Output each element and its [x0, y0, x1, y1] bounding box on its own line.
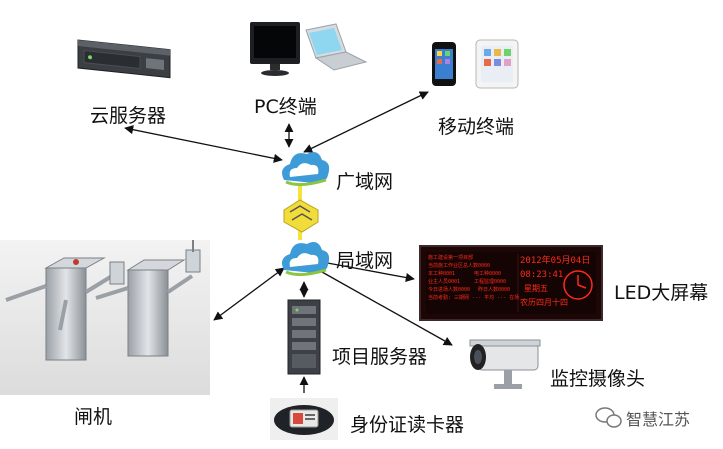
arrow-lan-led: [321, 261, 415, 282]
laptop-icon: [305, 23, 368, 71]
led-screen-icon: [419, 245, 603, 321]
label-lan: 局域网: [336, 250, 394, 272]
wechat-icon: [595, 407, 622, 428]
led-line-4b: 工程监理0000: [474, 279, 507, 285]
label-mobile-terminal: 移动终端: [438, 116, 515, 138]
arrow-lan-camera: [321, 271, 453, 346]
led-line-6: 当前考勤: 三期网 --- 平均 --- 在场: [428, 295, 520, 301]
led-screen-text: 施工建设第一项目部 当前施工作业区总人数0000 本工种0001 电工种0000…: [428, 254, 596, 314]
project-server-icon: [287, 299, 321, 375]
arrow-gate-lan: [213, 267, 285, 321]
rack-server-icon: [77, 39, 171, 79]
desktop-monitor-icon: [250, 22, 300, 76]
label-wan: 广域网: [336, 171, 394, 193]
led-time: 08:23:41: [520, 270, 564, 280]
led-line-2: 当前施工作业区总人数0000: [428, 263, 491, 269]
led-line-5b: 昨日人数0000: [478, 287, 511, 293]
arrow-mobile-wan: [303, 91, 429, 153]
arrow-cloud-server-wan: [124, 125, 283, 163]
led-weekday: 星期五: [524, 284, 548, 293]
led-clock-icon: [563, 270, 593, 300]
label-camera: 监控摄像头: [550, 368, 646, 390]
label-gate: 闸机: [74, 406, 113, 428]
led-date: 2012年05月04日: [520, 256, 591, 266]
label-project-server: 项目服务器: [332, 346, 428, 368]
led-lunar: 农历四月十四: [520, 298, 568, 307]
turnstile-gate-icon: [0, 240, 210, 395]
label-cloud-server: 云服务器: [90, 105, 167, 127]
tablet-icon: [475, 39, 519, 89]
router-icon: [283, 199, 319, 233]
led-line-1: 施工建设第一项目部: [428, 255, 474, 261]
label-led-screen: LED大屏幕: [614, 282, 709, 304]
wan-cloud-icon: [282, 152, 330, 187]
watermark-text: 智慧江苏: [626, 410, 691, 429]
led-line-5a: 今日进场人数0000: [428, 287, 471, 293]
security-camera-icon: [469, 339, 541, 389]
led-line-3a: 本工种0001: [428, 271, 456, 277]
label-id-reader: 身份证读卡器: [350, 414, 465, 436]
label-pc-terminal: PC终端: [254, 96, 317, 118]
id-card-reader-icon: [270, 398, 338, 440]
led-line-3b: 电工种0000: [474, 271, 502, 277]
lan-cloud-icon: [282, 242, 330, 277]
smartphone-icon: [432, 42, 456, 86]
led-line-4a: 业主人员0001: [428, 279, 461, 285]
